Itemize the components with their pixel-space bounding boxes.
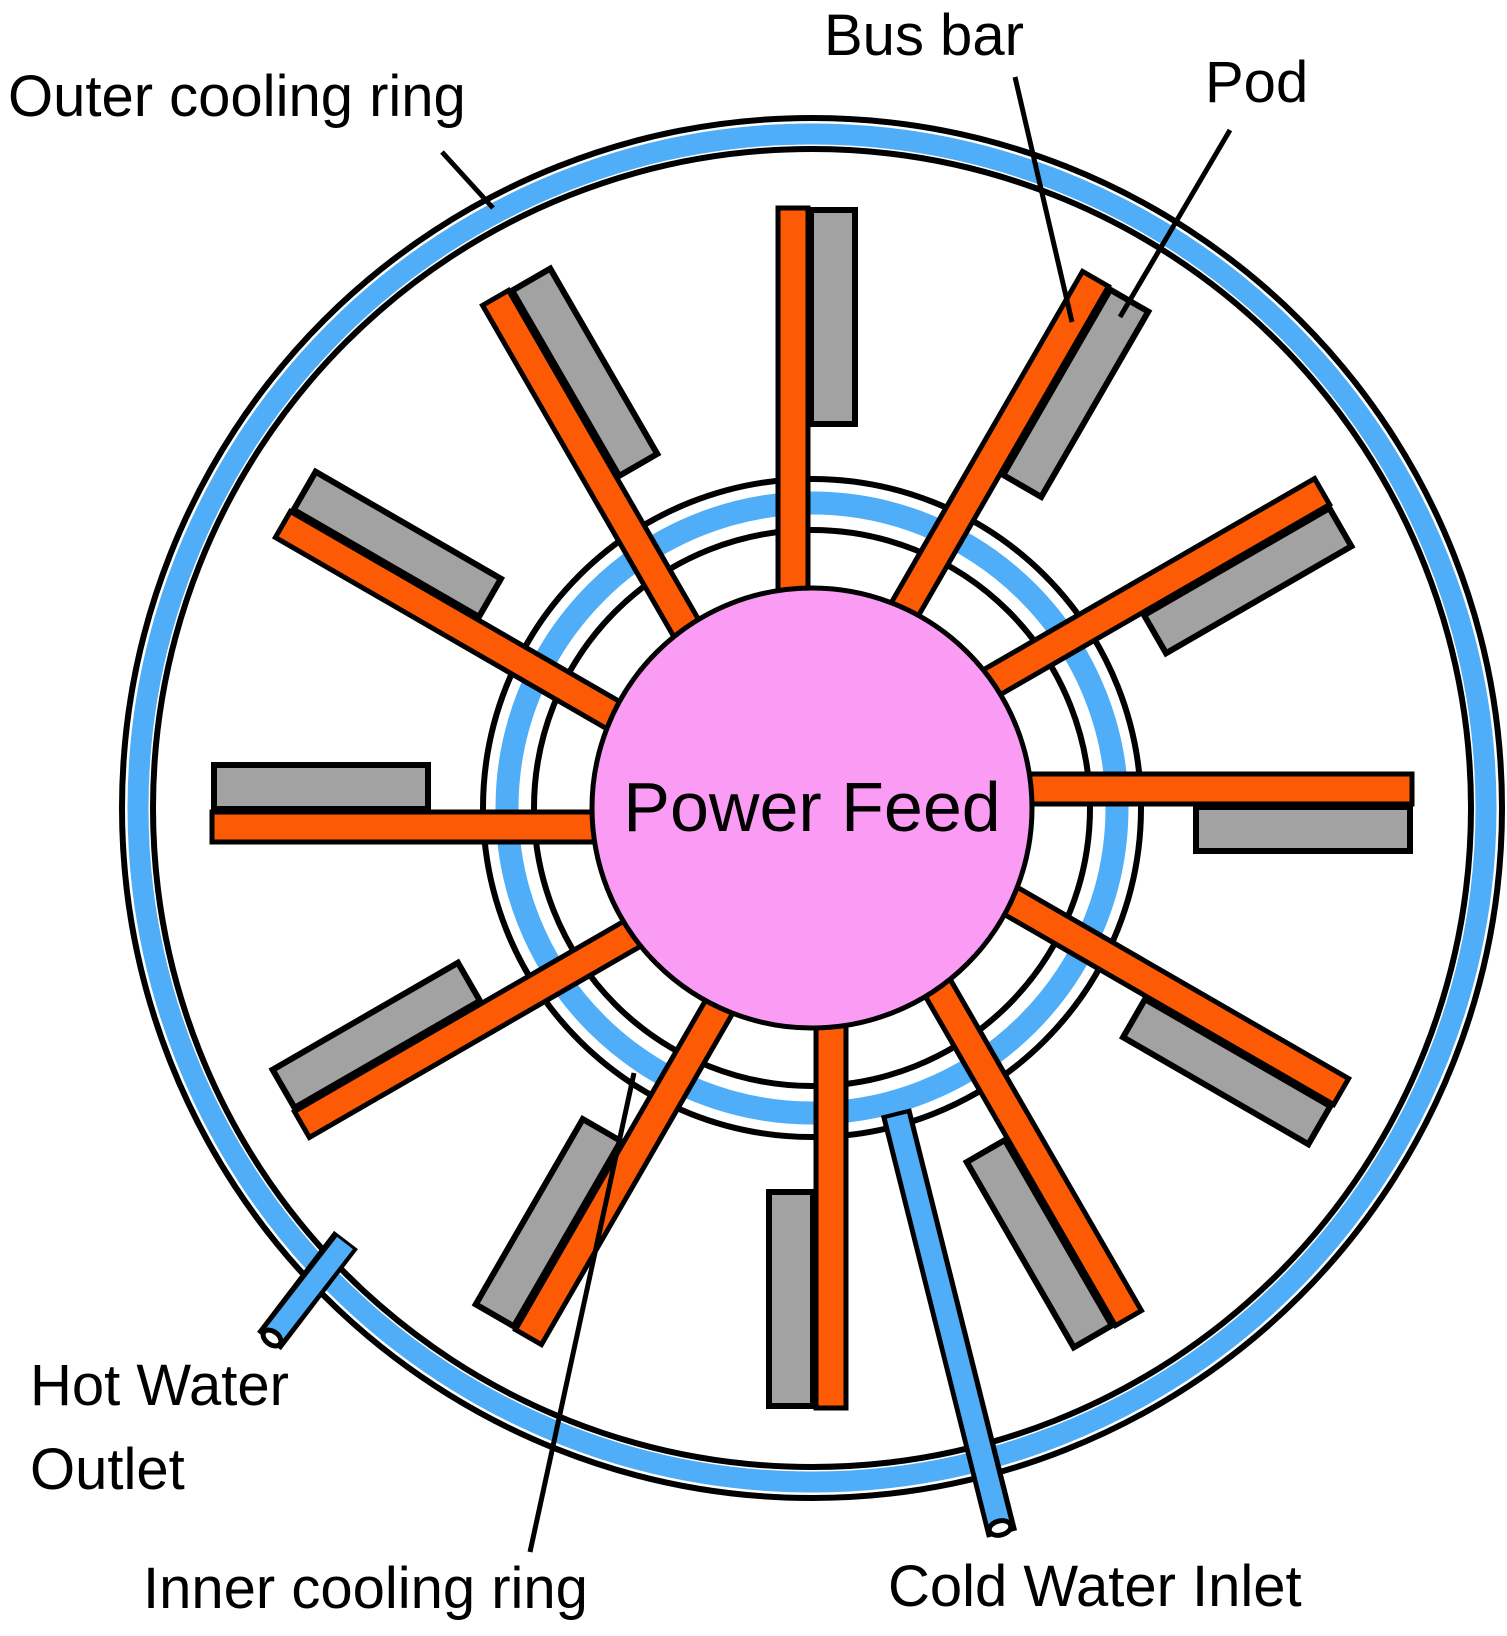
pod-rect bbox=[508, 264, 662, 481]
pod-rect bbox=[962, 1135, 1116, 1352]
pod-rect bbox=[808, 207, 858, 427]
bus-bar-pod-array bbox=[209, 205, 1415, 1411]
inner-cooling-ring-label: Inner cooling ring bbox=[143, 1556, 588, 1621]
outer-cooling-ring-label: Outer cooling ring bbox=[8, 64, 466, 129]
inner-ring-inner-outline bbox=[531, 527, 1093, 1089]
pod-rect bbox=[1118, 995, 1335, 1149]
pod-rect bbox=[211, 762, 431, 812]
cold-water-inlet-label: Cold Water Inlet bbox=[888, 1554, 1302, 1619]
pod-rect bbox=[1193, 804, 1413, 854]
pod-leader-line bbox=[1117, 128, 1233, 319]
spoke bbox=[471, 932, 773, 1349]
inner-cooling-ring bbox=[480, 476, 1144, 1140]
bus-bar-label: Bus bar bbox=[824, 3, 1024, 68]
hot-water-outlet-label: Hot Water Outlet bbox=[30, 1353, 289, 1503]
pod-rect bbox=[289, 467, 506, 621]
hot-pipe-opening bbox=[260, 1327, 284, 1349]
spoke bbox=[479, 264, 740, 703]
spoke bbox=[851, 267, 1153, 684]
inner-ring-water-band bbox=[495, 491, 1129, 1125]
pod-rect bbox=[1139, 504, 1356, 658]
hot-pipe-water bbox=[264, 1236, 353, 1344]
spoke bbox=[884, 913, 1145, 1352]
spoke bbox=[954, 771, 1415, 854]
pod-rect bbox=[766, 1189, 816, 1409]
outer-cooling-ring bbox=[119, 115, 1505, 1501]
pod-rect bbox=[268, 958, 485, 1112]
outer-ring-inner-outline bbox=[150, 146, 1474, 1470]
pod-rect bbox=[471, 1114, 625, 1331]
outer-cooling-ring-leader-line bbox=[440, 150, 495, 210]
cold-water-inlet-pipe bbox=[880, 1108, 1018, 1538]
pod-label: Pod bbox=[1205, 50, 1309, 115]
power-feed-circle bbox=[589, 585, 1035, 1031]
inner-cooling-ring-leader-line bbox=[527, 1072, 637, 1553]
inner-ring-outer-outline bbox=[480, 476, 1144, 1140]
spoke bbox=[271, 467, 688, 769]
power-feed-label: Power Feed bbox=[623, 768, 1001, 847]
leader-lines bbox=[440, 76, 1233, 1553]
outer-ring-outer-outline bbox=[119, 115, 1505, 1501]
spoke bbox=[209, 762, 670, 845]
cold-pipe-water bbox=[886, 1113, 1011, 1530]
outer-ring-water-band bbox=[127, 123, 1497, 1493]
spoke bbox=[917, 475, 1356, 736]
hot-water-outlet-pipe bbox=[257, 1230, 358, 1351]
cold-pipe-opening bbox=[986, 1518, 1014, 1538]
bus-bar-leader-line bbox=[1012, 76, 1075, 323]
